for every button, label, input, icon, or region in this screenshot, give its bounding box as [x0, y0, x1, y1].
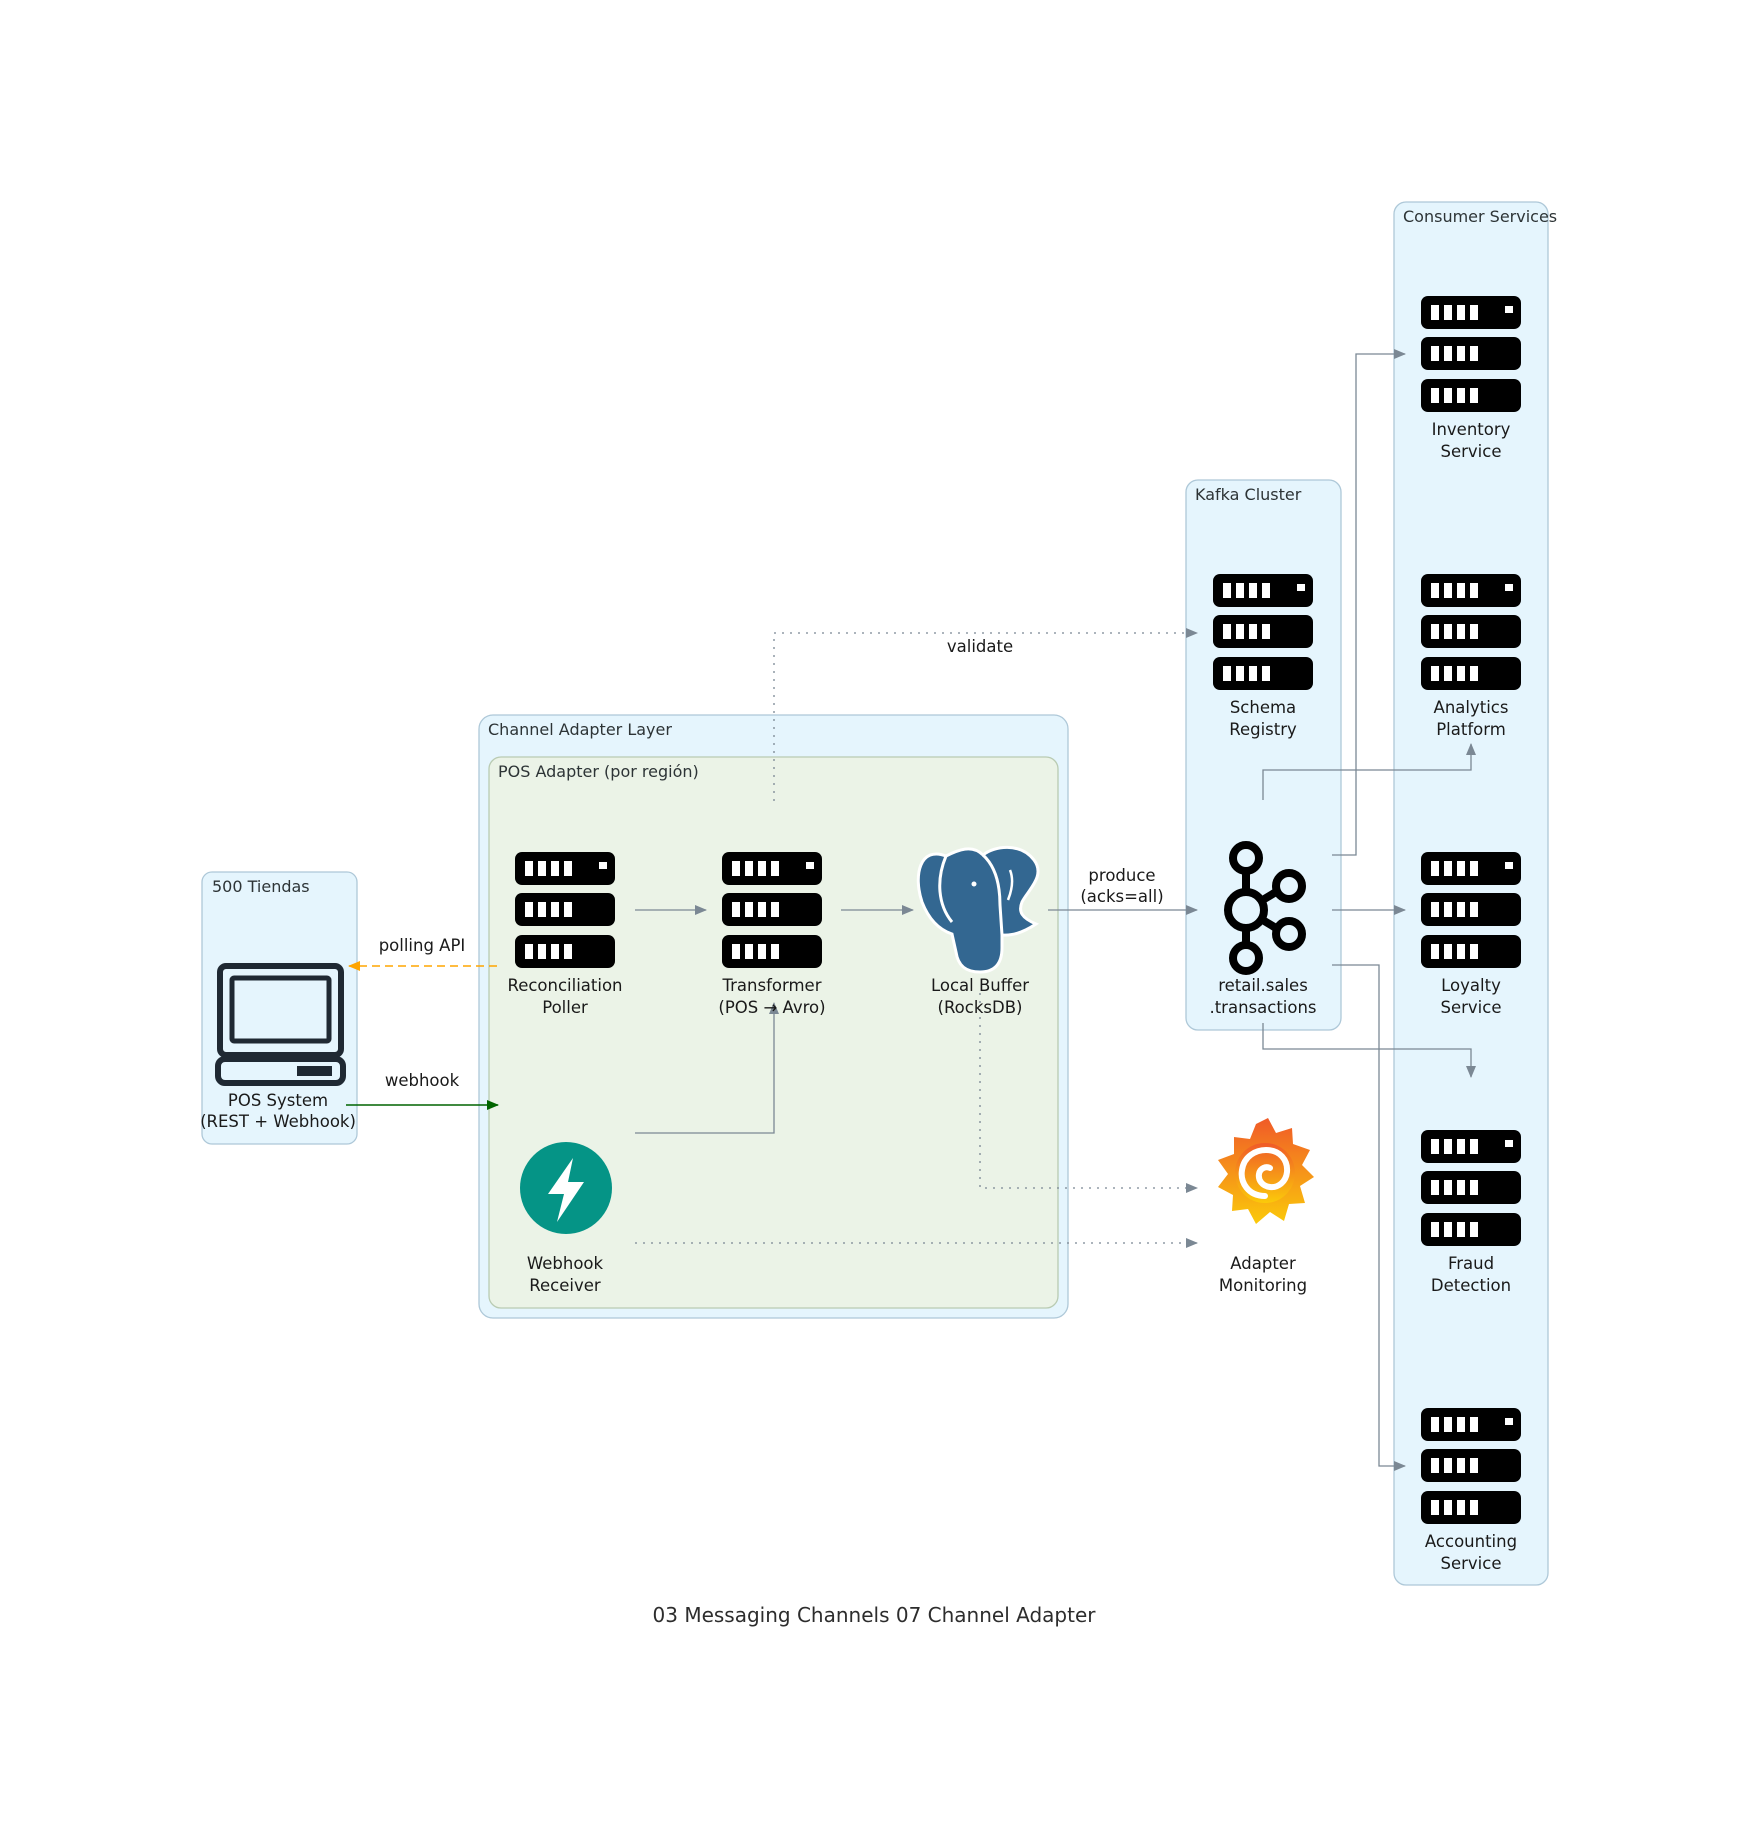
edge-topic-inventory	[1332, 349, 1406, 856]
node-label-pos-1: POS System	[228, 1091, 328, 1110]
edge-topic-fraud	[1262, 1023, 1476, 1078]
node-label-loyalty-1: Loyalty	[1441, 976, 1501, 995]
node-label-schema-2: Registry	[1229, 720, 1297, 739]
node-local-buffer[interactable]: Local Buffer (RocksDB)	[916, 845, 1040, 1017]
server-icon	[1421, 1130, 1521, 1246]
server-icon	[1421, 1408, 1521, 1524]
fastapi-icon	[520, 1142, 612, 1234]
node-label-transformer-1: Transformer	[721, 976, 821, 995]
cluster-label-tiendas: 500 Tiendas	[212, 877, 310, 896]
diagram-title: 03 Messaging Channels 07 Channel Adapter	[653, 1603, 1097, 1627]
edge-label-produce-1: produce	[1088, 866, 1155, 885]
node-label-analytics-1: Analytics	[1434, 698, 1509, 717]
node-label-buffer-1: Local Buffer	[931, 976, 1029, 995]
node-pos-system[interactable]: POS System (REST + Webhook)	[200, 963, 356, 1131]
node-loyalty-service[interactable]: Loyalty Service	[1421, 852, 1521, 1017]
node-schema-registry[interactable]: Schema Registry	[1213, 574, 1313, 739]
node-adapter-monitoring[interactable]: Adapter Monitoring	[1218, 1118, 1314, 1295]
server-icon	[1213, 574, 1313, 690]
postgresql-icon	[916, 845, 1040, 974]
node-label-accounting-1: Accounting	[1425, 1532, 1517, 1551]
edge-topic-analytics	[1262, 743, 1476, 800]
edge-buffer-monitoring	[979, 993, 1198, 1193]
kafka-icon	[1224, 841, 1306, 975]
node-label-webhook-1: Webhook	[527, 1254, 604, 1273]
node-label-fraud-2: Detection	[1431, 1276, 1511, 1295]
node-inventory-service[interactable]: Inventory Service	[1421, 296, 1521, 461]
node-label-fraud-1: Fraud	[1448, 1254, 1494, 1273]
node-kafka-topic[interactable]: retail.sales .transactions	[1209, 841, 1317, 1017]
edge-polling-api: polling API	[348, 936, 497, 971]
laptop-icon	[215, 963, 346, 1086]
edge-label-polling: polling API	[379, 936, 466, 955]
cluster-kafka: Kafka Cluster	[1185, 479, 1342, 1031]
edge-label-produce-2: (acks=all)	[1080, 887, 1163, 906]
node-fraud-detection[interactable]: Fraud Detection	[1421, 1130, 1521, 1295]
node-label-inventory-1: Inventory	[1432, 420, 1511, 439]
node-reconciliation-poller[interactable]: Reconciliation Poller	[507, 852, 623, 1017]
node-label-inventory-2: Service	[1441, 442, 1502, 461]
node-label-monitoring-2: Monitoring	[1219, 1276, 1307, 1295]
server-icon	[722, 852, 822, 968]
node-label-topic-2: .transactions	[1209, 998, 1316, 1017]
cluster-label-kafka: Kafka Cluster	[1195, 485, 1302, 504]
server-icon	[1421, 296, 1521, 412]
node-label-analytics-2: Platform	[1436, 720, 1506, 739]
node-analytics-platform[interactable]: Analytics Platform	[1421, 574, 1521, 739]
edge-webhook-transformer	[635, 1002, 779, 1134]
edge-label-validate: validate	[947, 637, 1013, 656]
node-webhook-receiver[interactable]: Webhook Receiver	[520, 1142, 612, 1295]
node-label-accounting-2: Service	[1441, 1554, 1502, 1573]
edge-label-webhook: webhook	[385, 1071, 460, 1090]
node-label-poller-1: Reconciliation	[507, 976, 622, 995]
node-label-topic-1: retail.sales	[1218, 976, 1308, 995]
server-icon	[515, 852, 615, 968]
grafana-icon	[1218, 1118, 1314, 1224]
node-label-loyalty-2: Service	[1441, 998, 1502, 1017]
cluster-label-adapter-layer: Channel Adapter Layer	[488, 720, 672, 739]
cluster-label-consumers: Consumer Services	[1403, 207, 1557, 226]
node-label-webhook-2: Receiver	[529, 1276, 601, 1295]
server-icon	[1421, 852, 1521, 968]
edge-validate: validate	[773, 628, 1198, 801]
node-label-schema-1: Schema	[1230, 698, 1296, 717]
node-label-buffer-2: (RocksDB)	[938, 998, 1023, 1017]
node-label-poller-2: Poller	[542, 998, 588, 1017]
node-transformer[interactable]: Transformer (POS → Avro)	[718, 852, 826, 1017]
edge-produce: produce (acks=all)	[1048, 866, 1198, 915]
node-label-pos-2: (REST + Webhook)	[200, 1112, 356, 1131]
edge-webhook: webhook	[346, 1071, 499, 1110]
node-label-monitoring-1: Adapter	[1230, 1254, 1296, 1273]
cluster-label-pos-adapter: POS Adapter (por región)	[498, 762, 699, 781]
edge-topic-accounting	[1332, 964, 1406, 1471]
node-accounting-service[interactable]: Accounting Service	[1421, 1408, 1521, 1573]
node-label-transformer-2: (POS → Avro)	[718, 998, 825, 1017]
server-icon	[1421, 574, 1521, 690]
